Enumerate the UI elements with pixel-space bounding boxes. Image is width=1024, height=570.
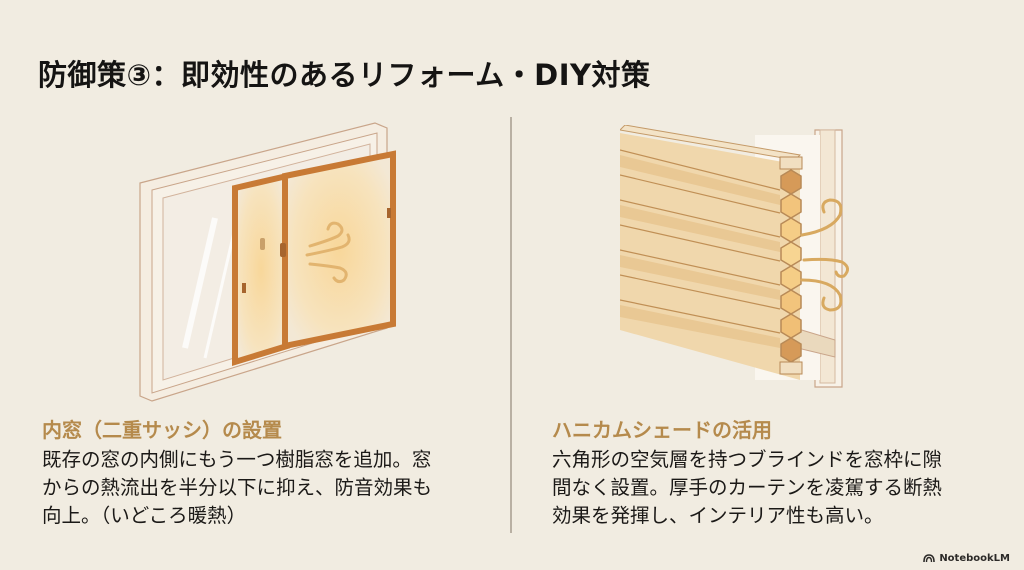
divider (510, 117, 512, 533)
right-heading: ハニカムシェードの活用 (552, 418, 772, 442)
desc-line: 向上。（いどころ暖熱） (42, 504, 247, 527)
page-title: 防御策③：即効性のあるリフォーム・DIY対策 (38, 58, 651, 92)
inner-window-illustration (139, 122, 396, 402)
airflow-icon (800, 198, 849, 312)
desc-line: 六角形の空気層を持つブラインドを窓枠に隙 (552, 448, 943, 471)
desc-line: 既存の窓の内側にもう一つ樹脂窓を追加。窓 (42, 448, 432, 471)
desc-line: 間なく設置。厚手のカーテンを凌駕する断熱 (552, 476, 943, 499)
left-description: 既存の窓の内側にもう一つ樹脂窓を追加。窓 からの熱流出を半分以下に抑え、防音効果… (42, 446, 432, 530)
honeycomb-shade-illustration (620, 125, 849, 388)
right-description: 六角形の空気層を持つブラインドを窓枠に隙 間なく設置。厚手のカーテンを凌駕する断… (552, 446, 942, 530)
left-heading: 内窓（二重サッシ）の設置 (42, 418, 282, 442)
notebooklm-logo-icon (923, 554, 936, 563)
wind-icon (305, 221, 351, 284)
desc-line: からの熱流出を半分以下に抑え、防音効果も (42, 476, 433, 499)
branding: NotebookLM (923, 553, 1010, 564)
brand-label: NotebookLM (939, 553, 1010, 564)
desc-line: 効果を発揮し、インテリア性も高い。 (552, 504, 884, 527)
